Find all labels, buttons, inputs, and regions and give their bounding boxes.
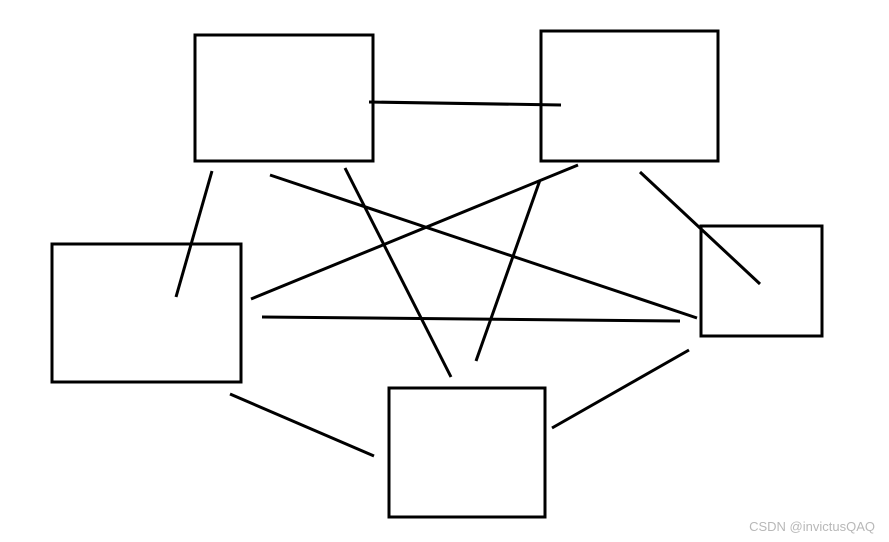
connector-line [551,348,690,430]
connector-line [269,173,698,320]
watermark: CSDN @invictusQAQ [749,519,875,534]
connector-line [343,167,453,378]
connector-line [368,100,562,107]
connector-line [229,392,375,458]
connector-line [638,170,762,286]
connector-line [261,315,681,323]
box-middle-right [699,224,824,338]
connector-line [250,163,579,301]
box-top-right [539,29,720,163]
connector-line [174,170,214,298]
box-top-left [193,33,375,163]
connector-line [474,179,542,362]
box-bottom [387,386,547,519]
box-middle-left [50,242,243,384]
